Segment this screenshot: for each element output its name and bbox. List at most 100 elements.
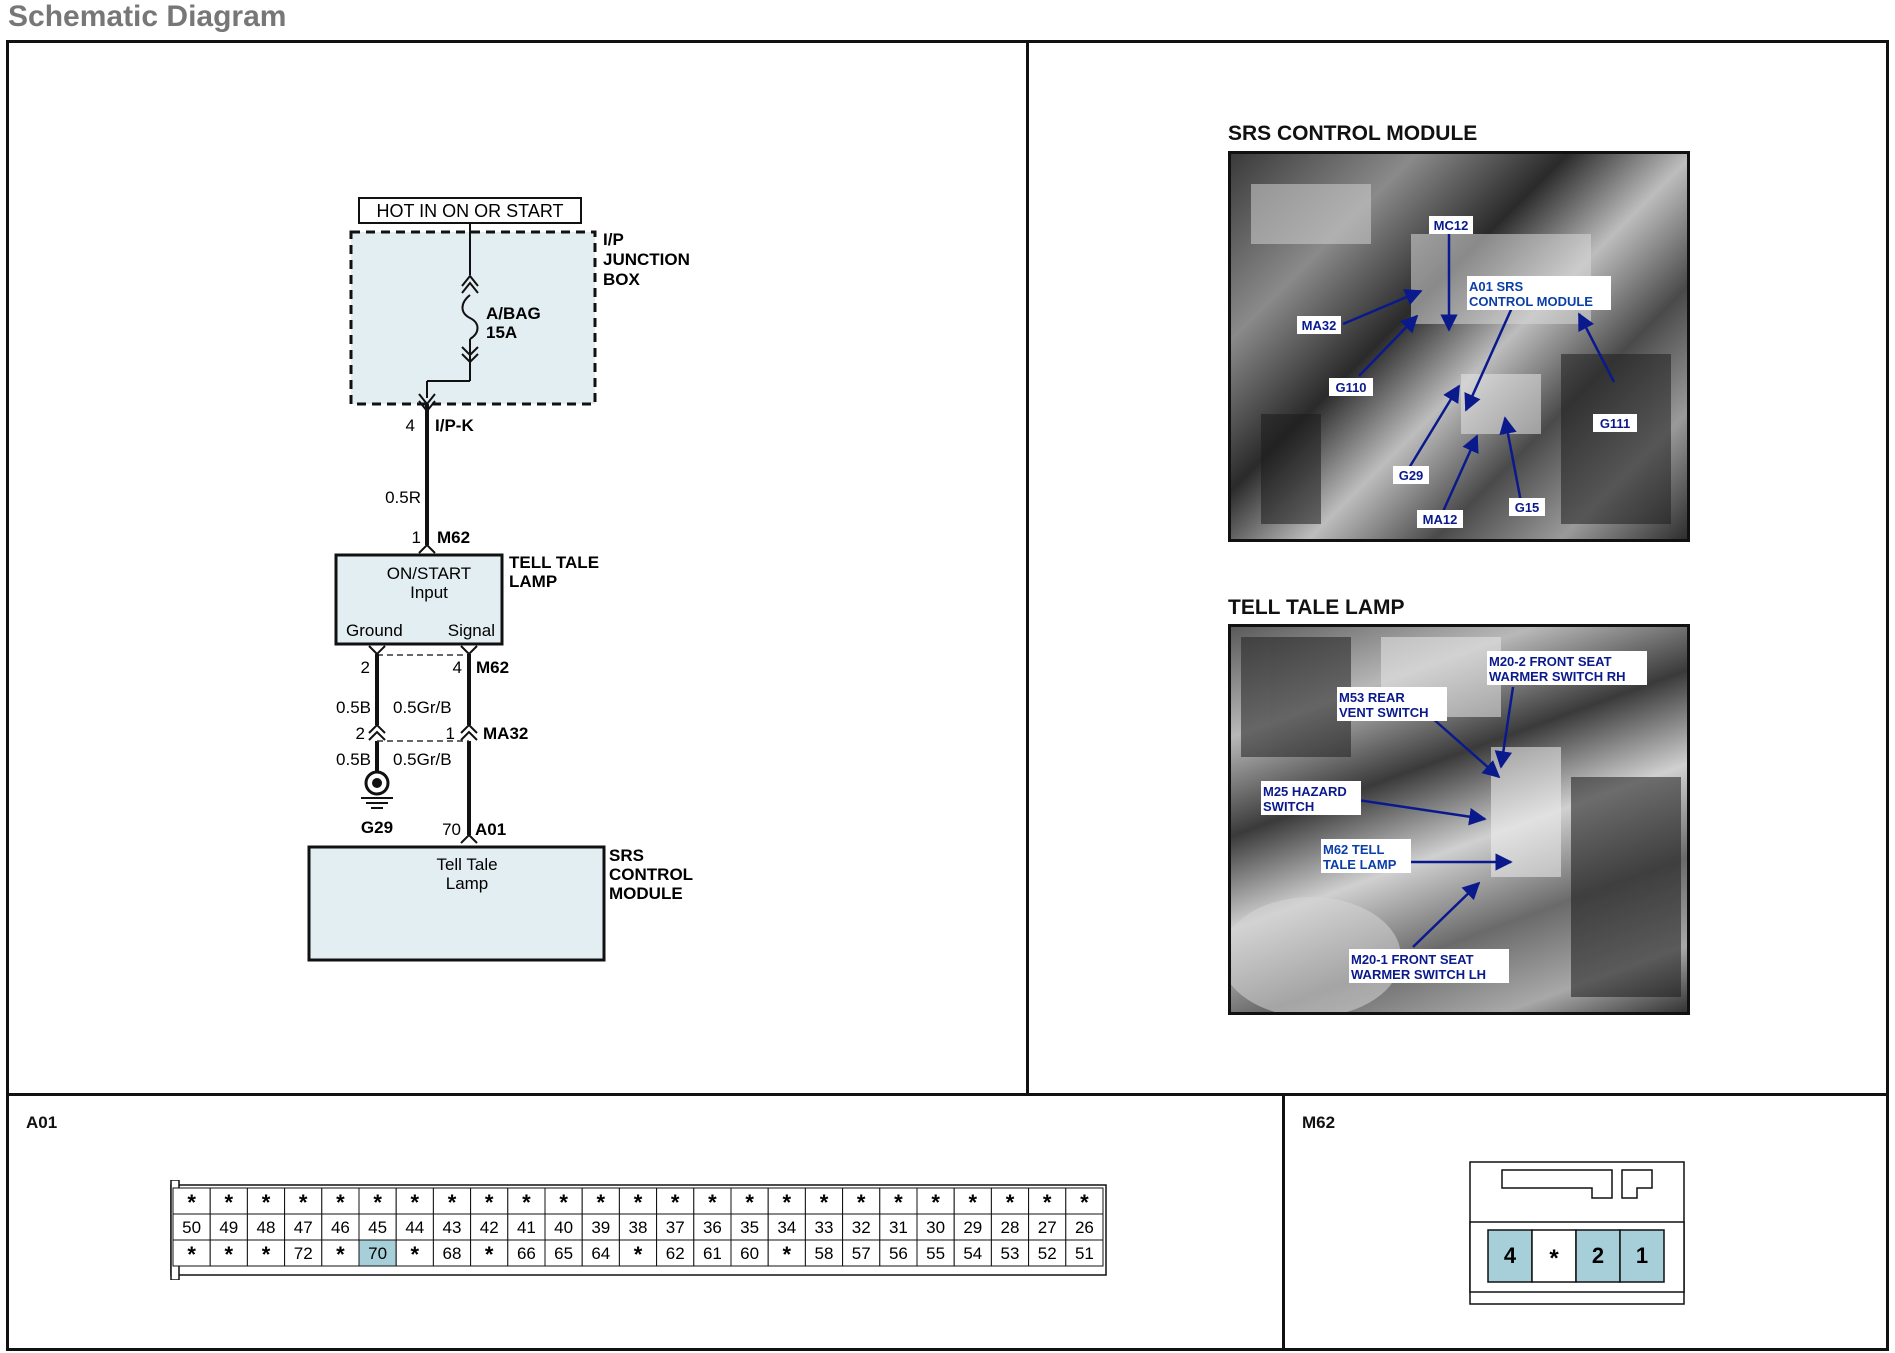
a01-pin-cell — [693, 1239, 732, 1267]
ttl-callout-arrows — [1350, 686, 1515, 948]
callout-a01-2: CONTROL MODULE — [1469, 294, 1593, 309]
m62-pin-ground: 2 — [361, 658, 370, 677]
a01-pin-icon — [460, 833, 478, 844]
a01-pin-label: * — [708, 1190, 717, 1215]
a01-pin-label: 64 — [591, 1244, 610, 1263]
callout-m20-2-1: M20-2 FRONT SEAT — [1489, 654, 1612, 669]
a01-pin-label: 68 — [443, 1244, 462, 1263]
a01-pin-label: 31 — [889, 1218, 908, 1237]
tell-tale-signal: Signal — [448, 621, 495, 640]
m62-pin-top: 1 — [412, 528, 421, 547]
wire-top-label: 0.5R — [385, 488, 421, 507]
junction-box — [349, 230, 597, 406]
wire-signal-lower-label: 0.5Gr/B — [393, 750, 452, 769]
a01-pin-label: * — [336, 1190, 345, 1215]
a01-pin-label: 34 — [777, 1218, 796, 1237]
a01-pin-label: 41 — [517, 1218, 536, 1237]
connector-a01-label: A01 — [26, 1113, 58, 1132]
a01-pin-cell — [842, 1187, 881, 1215]
a01-pin-label: 42 — [480, 1218, 499, 1237]
page-title: Schematic Diagram — [8, 0, 287, 33]
ma32-pin-ground: 2 — [356, 724, 365, 743]
srs-photo: MC12 A01 SRS CONTROL MODULE MA32 G110 G1… — [1228, 151, 1690, 542]
a01-pin-cell — [1065, 1239, 1104, 1267]
a01-pin-cell — [581, 1187, 620, 1215]
a01-pin-label: * — [1080, 1190, 1089, 1215]
ma32-pin-icons — [368, 723, 478, 741]
m62-connector-top: M62 — [437, 528, 470, 547]
a01-pin-cell — [1028, 1187, 1067, 1215]
a01-pin-cell — [581, 1239, 620, 1267]
jbox-label-2: JUNCTION — [603, 250, 690, 269]
a01-pin-label: 33 — [815, 1218, 834, 1237]
callout-g111: G111 — [1600, 416, 1630, 431]
a01-pin-label: 38 — [629, 1218, 648, 1237]
srs-label-2: CONTROL — [609, 865, 693, 884]
a01-pin-label: * — [634, 1242, 643, 1267]
ttl-photo-overlay: M20-2 FRONT SEAT WARMER SWITCH RH M53 RE… — [1231, 637, 1681, 1012]
a01-pin-cell — [730, 1187, 769, 1215]
a01-pin-label: 35 — [740, 1218, 759, 1237]
callout-m25-1: M25 HAZARD — [1263, 784, 1347, 799]
jbox-label-3: BOX — [603, 270, 641, 289]
m62-latch-left — [1501, 1169, 1613, 1199]
a01-pin-label: 56 — [889, 1244, 908, 1263]
callout-g29: G29 — [1399, 468, 1424, 483]
a01-pin-cell — [730, 1239, 769, 1267]
jbox-label-1: I/P — [603, 230, 624, 249]
a01-pin-cell — [321, 1213, 360, 1241]
srs-module-box — [307, 845, 606, 962]
a01-pin-cell — [432, 1239, 472, 1267]
a01-pin-label: 36 — [703, 1218, 722, 1237]
a01-pin-label: * — [187, 1242, 196, 1267]
a01-pin-label: * — [262, 1242, 271, 1267]
a01-pin-label: 49 — [219, 1218, 238, 1237]
a01-pin-cell — [470, 1187, 509, 1215]
a01-pin-label: 47 — [294, 1218, 313, 1237]
fuse-rating: 15A — [486, 323, 517, 342]
callout-a01-1: A01 SRS — [1469, 279, 1524, 294]
tell-tale-label-1: TELL TALE — [509, 553, 599, 572]
a01-pin-cell — [804, 1239, 844, 1267]
a01-pin-label: * — [783, 1242, 792, 1267]
a01-pin-cell — [358, 1239, 397, 1267]
a01-pin-label: * — [225, 1242, 234, 1267]
a01-pin-cell — [470, 1239, 509, 1267]
a01-pin-label: 62 — [666, 1244, 685, 1263]
a01-pin-label: 66 — [517, 1244, 536, 1263]
a01-pin-cell — [209, 1187, 248, 1215]
a01-pin-label: 32 — [852, 1218, 871, 1237]
a01-pin-label: * — [931, 1190, 940, 1215]
a01-pin-label: * — [262, 1190, 271, 1215]
srs-callout-labels: MC12 A01 SRS CONTROL MODULE MA32 G110 G1… — [1297, 216, 1637, 528]
a01-pin-label: 55 — [926, 1244, 945, 1263]
a01-pin-label: 37 — [666, 1218, 685, 1237]
a01-pin-label: 29 — [963, 1218, 982, 1237]
wire-signal-upper-label: 0.5Gr/B — [393, 698, 452, 717]
a01-pin-label: * — [634, 1190, 643, 1215]
a01-pin-label: 57 — [852, 1244, 871, 1263]
ttl-photo-title: TELL TALE LAMP — [1228, 596, 1405, 619]
jbox-connector: I/P-K — [435, 416, 474, 435]
m62-top-pin-icon — [418, 543, 436, 554]
srs-label-1: SRS — [609, 846, 644, 865]
callout-m62-2: TALE LAMP — [1323, 857, 1397, 872]
a01-pin-cell — [990, 1213, 1030, 1241]
callout-m20-2-2: WARMER SWITCH RH — [1489, 669, 1626, 684]
a01-pin-label: 51 — [1075, 1244, 1094, 1263]
a01-pin-cell — [1028, 1239, 1067, 1267]
a01-pin-cell — [1065, 1187, 1104, 1215]
a01-pin-label: 52 — [1038, 1244, 1057, 1263]
power-label: HOT IN ON OR START — [376, 201, 563, 221]
a01-pin-label: * — [448, 1190, 457, 1215]
a01-pin-cell — [395, 1239, 434, 1267]
a01-pin-label: * — [225, 1190, 234, 1215]
a01-pin-label: 54 — [963, 1244, 982, 1263]
a01-pin-label: * — [411, 1190, 420, 1215]
a01-pin-cell — [172, 1213, 211, 1241]
a01-pin-label: * — [336, 1242, 345, 1267]
m62-pin-label: * — [1549, 1245, 1559, 1272]
a01-pin-cell — [209, 1213, 248, 1241]
callout-g110: G110 — [1335, 380, 1366, 395]
